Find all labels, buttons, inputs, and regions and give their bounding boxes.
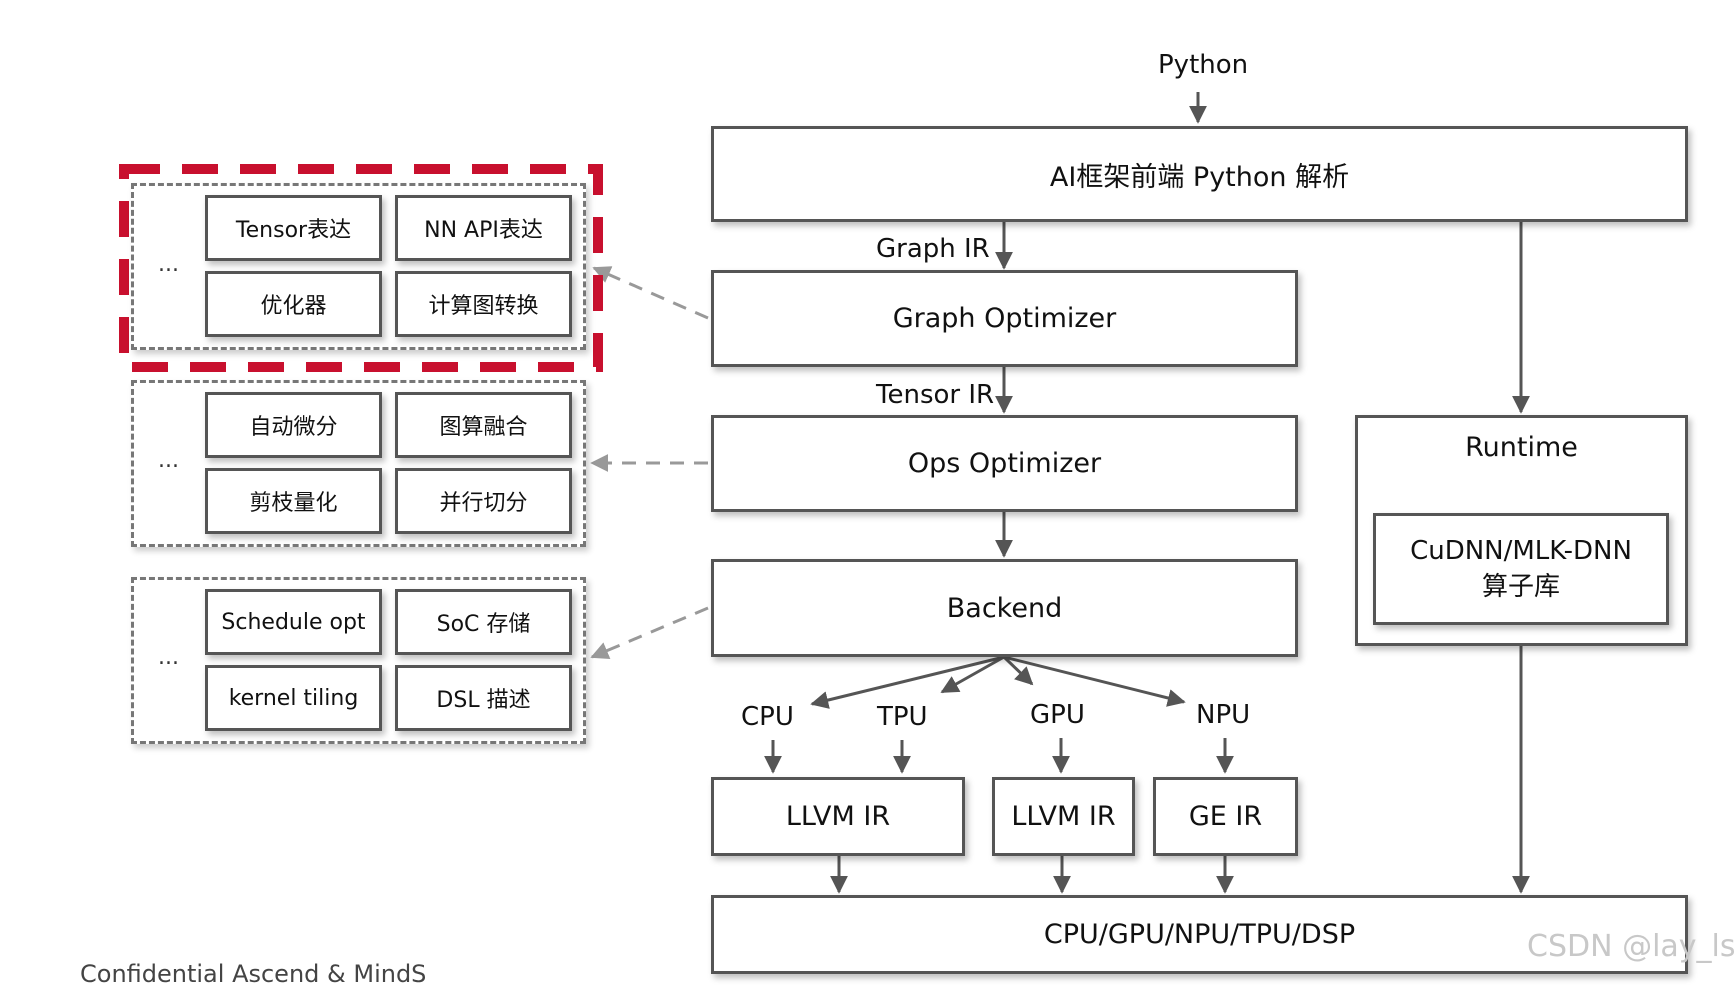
link-graph-optimizer-to-group1 — [592, 266, 709, 320]
graph-ir-label: Graph IR — [876, 234, 990, 264]
group3-ellipsis: ... — [158, 645, 179, 670]
arrow-backend-to-cpu — [810, 655, 1005, 709]
group1-item-tensor-expr: Tensor表达 — [205, 195, 382, 261]
group1-item-graph-convert: 计算图转换 — [395, 271, 572, 337]
group2-ellipsis: ... — [158, 448, 179, 473]
group3-item-kernel-tiling: kernel tiling — [205, 665, 382, 731]
group-graph-optimizations — [131, 380, 586, 547]
group1-item-nn-api: NN API表达 — [395, 195, 572, 261]
group3-item-soc-storage: SoC 存储 — [395, 589, 572, 655]
group3-item-schedule-opt: Schedule opt — [205, 589, 382, 655]
target-npu-label: NPU — [1196, 700, 1251, 730]
group-backend-features — [131, 577, 586, 744]
link-backend-to-group3 — [590, 606, 709, 659]
backend-box: Backend — [711, 559, 1298, 657]
operator-library-line2: 算子库 — [1481, 572, 1560, 602]
group2-item-graph-kernel-fusion: 图算融合 — [395, 392, 572, 458]
python-input-label: Python — [1158, 50, 1249, 80]
llvm-ir-box-2: LLVM IR — [992, 777, 1135, 856]
group3-item-dsl-desc: DSL 描述 — [395, 665, 572, 731]
arrow-backend-to-tpu — [940, 655, 1005, 694]
graph-optimizer-box: Graph Optimizer — [711, 270, 1298, 367]
arrow-backend-to-npu — [1003, 655, 1186, 707]
group2-item-autodiff: 自动微分 — [205, 392, 382, 458]
arrow-backend-to-gpu — [1002, 655, 1034, 686]
group2-item-parallel-split: 并行切分 — [395, 468, 572, 534]
hardware-box: CPU/GPU/NPU/TPU/DSP — [711, 895, 1688, 974]
target-cpu-label: CPU — [741, 702, 794, 732]
operator-library-box: CuDNN/MLK-DNN 算子库 — [1373, 513, 1669, 625]
group1-ellipsis: ... — [158, 252, 179, 277]
highlight-frame — [119, 164, 603, 372]
runtime-title: Runtime — [1465, 432, 1578, 463]
target-gpu-label: GPU — [1030, 700, 1085, 730]
frontend-box: AI框架前端 Python 解析 — [711, 126, 1688, 222]
footer-text: Confidential Ascend & MindS — [80, 960, 427, 988]
csdn-watermark: CSDN @lay_ls — [1527, 929, 1735, 964]
tensor-ir-label: Tensor IR — [876, 380, 995, 410]
group2-item-prune-quant: 剪枝量化 — [205, 468, 382, 534]
ge-ir-box: GE IR — [1153, 777, 1298, 856]
operator-library-line1: CuDNN/MLK-DNN — [1410, 536, 1632, 566]
group1-item-optimizer: 优化器 — [205, 271, 382, 337]
group-frontend-features — [131, 183, 586, 350]
ops-optimizer-box: Ops Optimizer — [711, 415, 1298, 512]
target-tpu-label: TPU — [877, 702, 928, 732]
llvm-ir-box-1: LLVM IR — [711, 777, 965, 856]
